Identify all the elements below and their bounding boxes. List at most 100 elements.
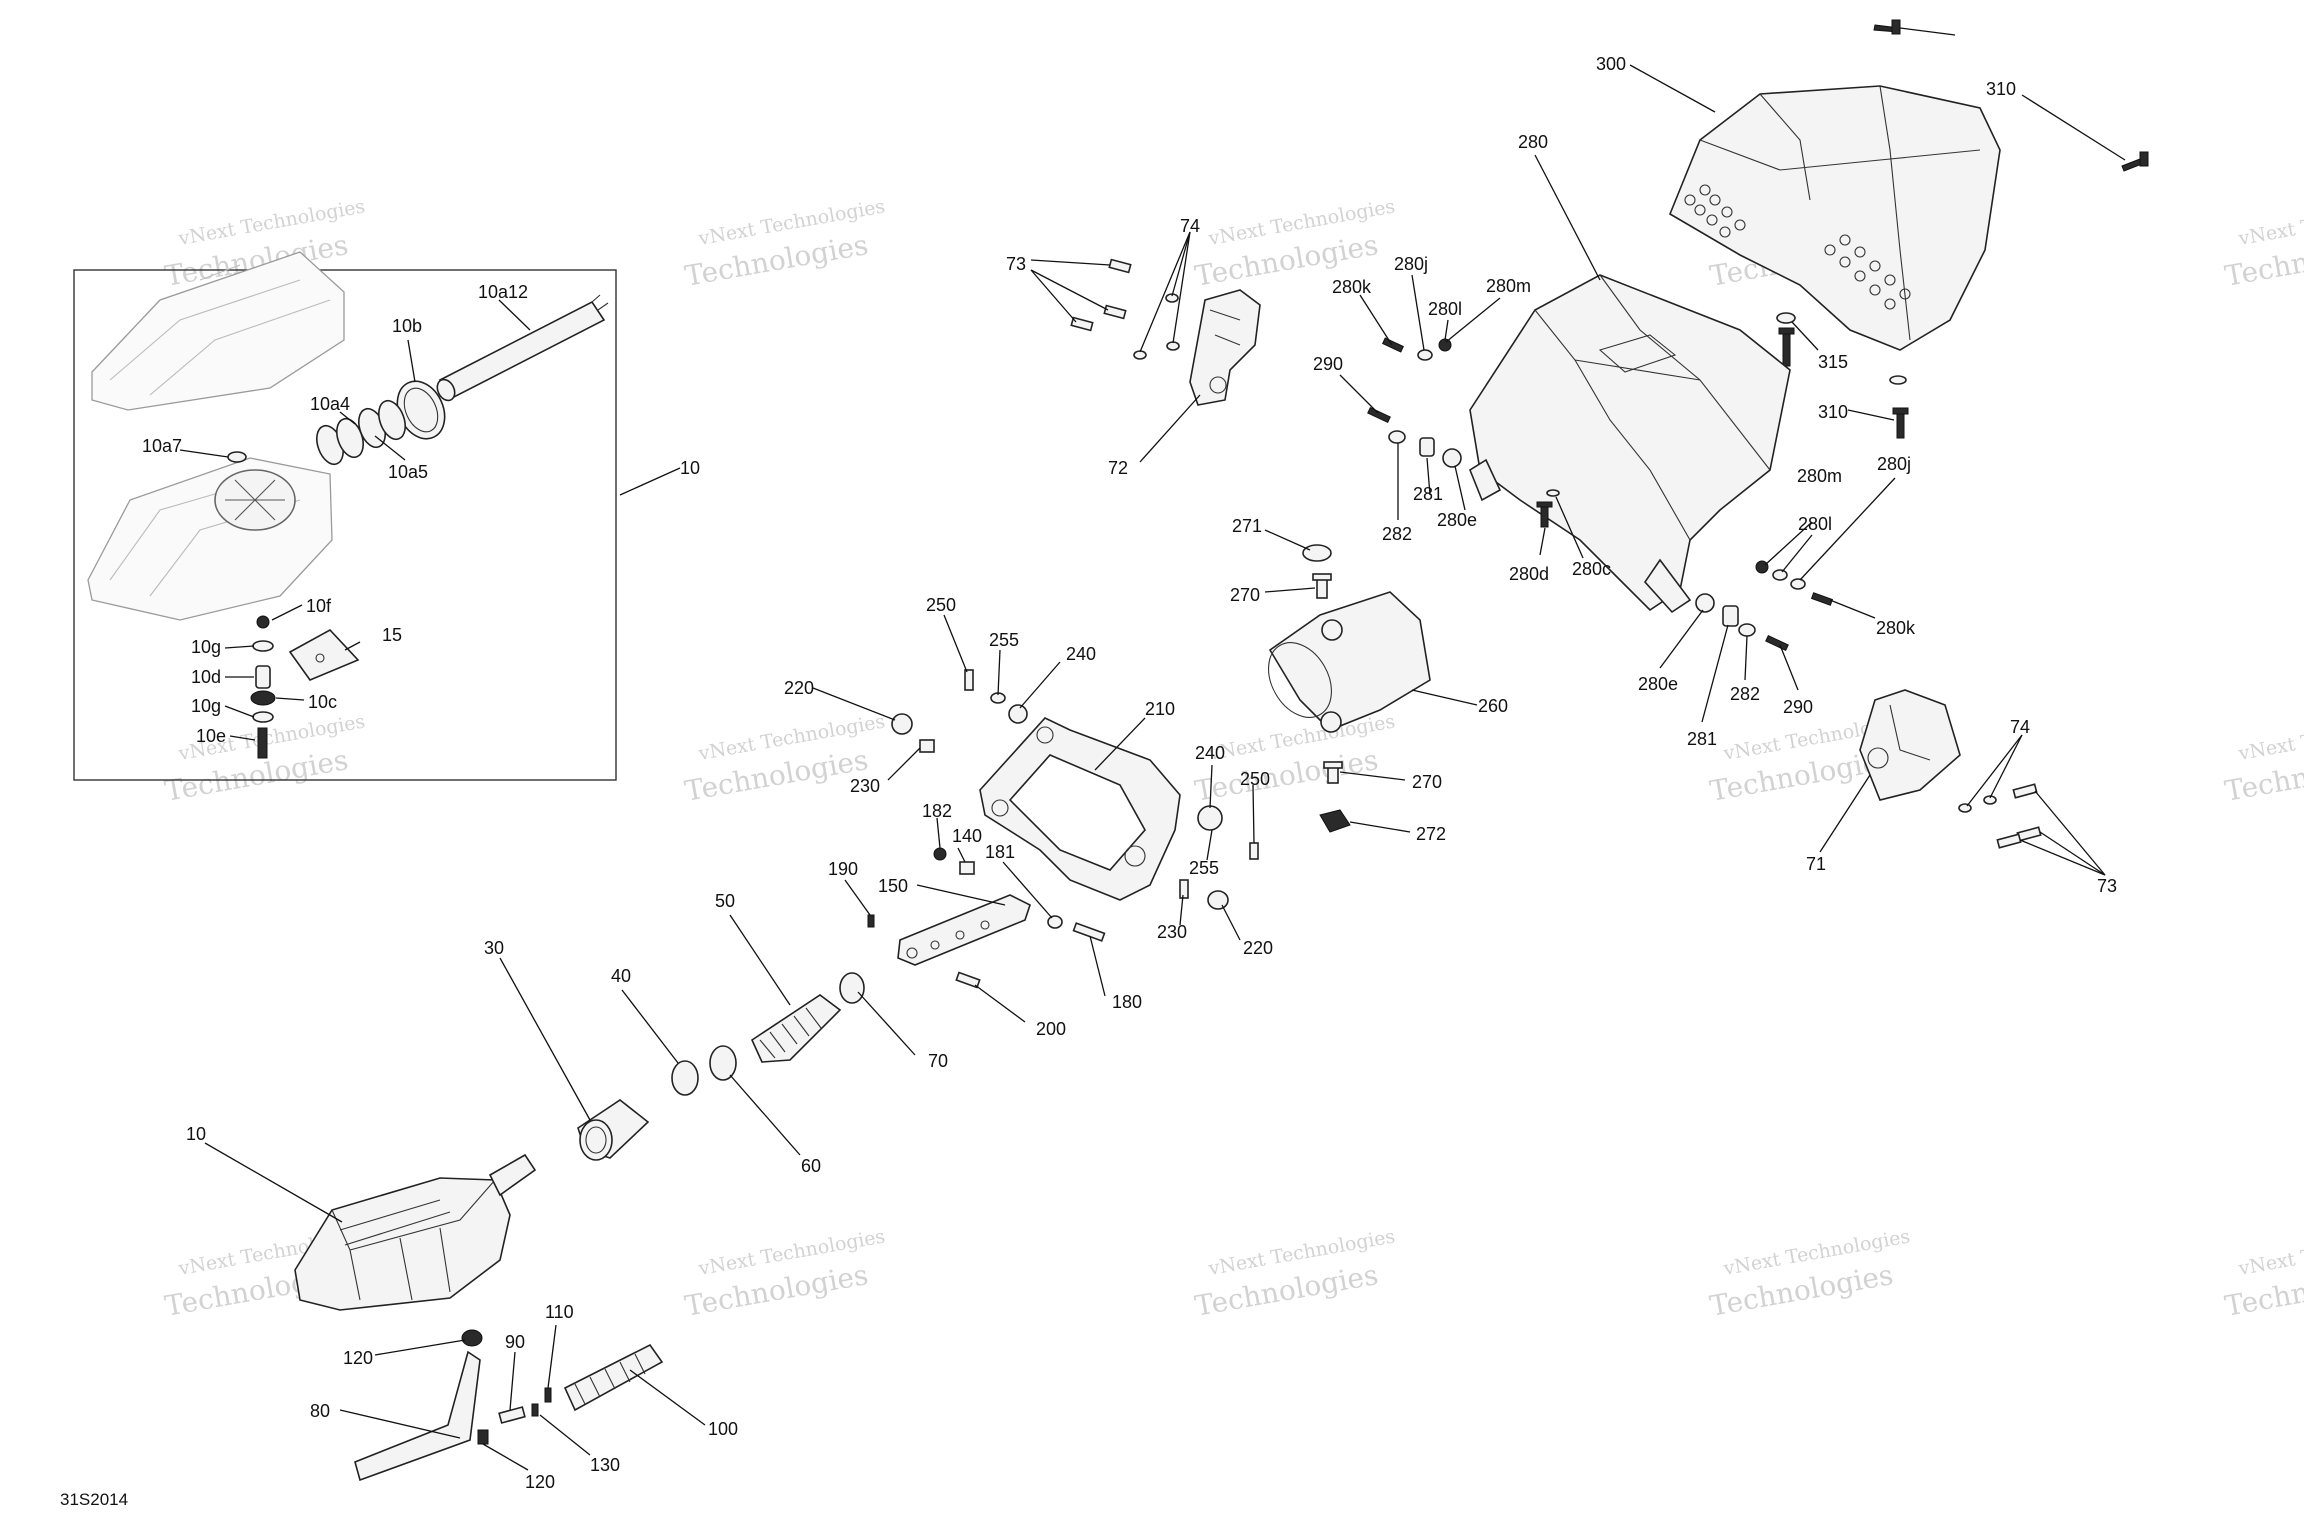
watermark-line1: vNext Technologies (2236, 710, 2304, 765)
clip-110 (544, 1387, 552, 1403)
heat-shield (1268, 591, 1431, 733)
nut-182 (933, 847, 947, 861)
callout-270-b: 270 (1412, 772, 1442, 792)
callout-280l-b: 280l (1798, 514, 1832, 534)
callout-74-b: 74 (2010, 717, 2030, 737)
callout-90: 90 (505, 1332, 525, 1352)
washer (252, 711, 274, 723)
callout-74: 74 (1180, 216, 1200, 236)
callout-281-b: 281 (1687, 729, 1717, 749)
callout-100: 100 (708, 1419, 738, 1439)
callout-182: 182 (922, 801, 952, 821)
clip-280c (1546, 489, 1560, 497)
callout-50: 50 (715, 891, 735, 911)
watermark-line1: vNext Technologies (2236, 1225, 2304, 1280)
callout-10-main: 10 (186, 1124, 206, 1144)
nut-280l (1438, 338, 1452, 352)
supercharger-main (294, 1153, 537, 1311)
bolt-200 (955, 971, 981, 989)
callout-10a7: 10a7 (142, 436, 182, 456)
callout-71: 71 (1806, 854, 1826, 874)
callout-280e-b: 280e (1638, 674, 1678, 694)
nut-280m (1755, 560, 1769, 574)
callout-labels: 300 310 315 310 280 280k 280j 280l 280m … (60, 54, 2117, 1509)
clamp-70 (839, 972, 865, 1004)
callout-150: 150 (878, 876, 908, 896)
callout-130: 130 (590, 1455, 620, 1475)
callout-260: 260 (1478, 696, 1508, 716)
washer-282-b (1738, 623, 1756, 637)
small-o-ring (227, 451, 247, 463)
callout-110: 110 (545, 1302, 574, 1322)
callout-282: 282 (1382, 524, 1412, 544)
screw-190 (867, 914, 875, 928)
callout-280m: 280m (1486, 276, 1531, 296)
callout-15: 15 (382, 625, 402, 645)
watermark: vNext Technologies Technologies (1707, 1225, 1911, 1322)
washer-280j-b (1790, 578, 1806, 590)
callout-70: 70 (928, 1051, 948, 1071)
callout-280: 280 (1518, 132, 1548, 152)
plate (288, 628, 360, 681)
washer-315-b (1889, 375, 1907, 385)
callout-240: 240 (1066, 644, 1096, 664)
drawing-code: 31S2014 (60, 1490, 128, 1509)
callout-240-b: 240 (1195, 743, 1225, 763)
callout-120: 120 (343, 1348, 373, 1368)
bolts-73 (1070, 258, 1132, 332)
washer-181 (1047, 915, 1063, 929)
callout-280j: 280j (1394, 254, 1428, 274)
callout-280k-b: 280k (1876, 618, 1916, 638)
washer-74 (1133, 350, 1147, 360)
callout-280m-b: 280m (1797, 466, 1842, 486)
bolt-310-top (1873, 19, 1901, 35)
washer-280j (1417, 349, 1433, 361)
callout-10c: 10c (308, 692, 337, 712)
washer-282 (1388, 430, 1406, 444)
grommet-271 (1302, 544, 1332, 562)
callout-300: 300 (1596, 54, 1626, 74)
watermark: vNext Technologies Technologies (2222, 1225, 2304, 1322)
ghost-housing-top (91, 251, 345, 411)
callout-310: 310 (1986, 79, 2016, 99)
grommet (250, 690, 276, 706)
callout-255: 255 (989, 630, 1019, 650)
callout-280l: 280l (1428, 299, 1462, 319)
callout-280c: 280c (1572, 559, 1611, 579)
o-ring (378, 399, 406, 441)
bolts-73-b (1996, 783, 2042, 849)
bolt-230-b (1179, 879, 1189, 899)
callout-282-b: 282 (1730, 684, 1760, 704)
sleeve-140 (959, 861, 975, 875)
fitting-90 (498, 1406, 526, 1424)
callout-281: 281 (1413, 484, 1443, 504)
callout-270: 270 (1230, 585, 1260, 605)
callout-250-b: 250 (1240, 769, 1270, 789)
clamp-40 (671, 1060, 699, 1096)
bolt-290 (1367, 406, 1391, 424)
inset-box (73, 251, 617, 781)
stud-270-b (1323, 761, 1343, 784)
spacer-281-b (1722, 605, 1739, 627)
callout-255-b: 255 (1189, 858, 1219, 878)
callout-73-b: 73 (2097, 876, 2117, 896)
washer-74 (1983, 795, 1997, 805)
shaft (436, 294, 609, 402)
callout-190: 190 (828, 859, 858, 879)
bolt-290-b (1765, 634, 1789, 652)
callout-220: 220 (784, 678, 814, 698)
clamp-120 (461, 1329, 483, 1347)
callout-10e: 10e (196, 726, 226, 746)
hose-80 (354, 1350, 481, 1482)
bolt-310-vertical (1778, 327, 1795, 367)
bolt (257, 727, 268, 759)
callout-310-b: 310 (1818, 402, 1848, 422)
callout-10g-b: 10g (191, 696, 221, 716)
watermark: vNext Technologies Technologies (1192, 195, 1396, 292)
callout-10b: 10b (392, 316, 422, 336)
callout-230-b: 230 (1157, 922, 1187, 942)
callout-10a5: 10a5 (388, 462, 428, 482)
washer-74 (1958, 803, 1972, 813)
callout-10a4: 10a4 (310, 394, 350, 414)
